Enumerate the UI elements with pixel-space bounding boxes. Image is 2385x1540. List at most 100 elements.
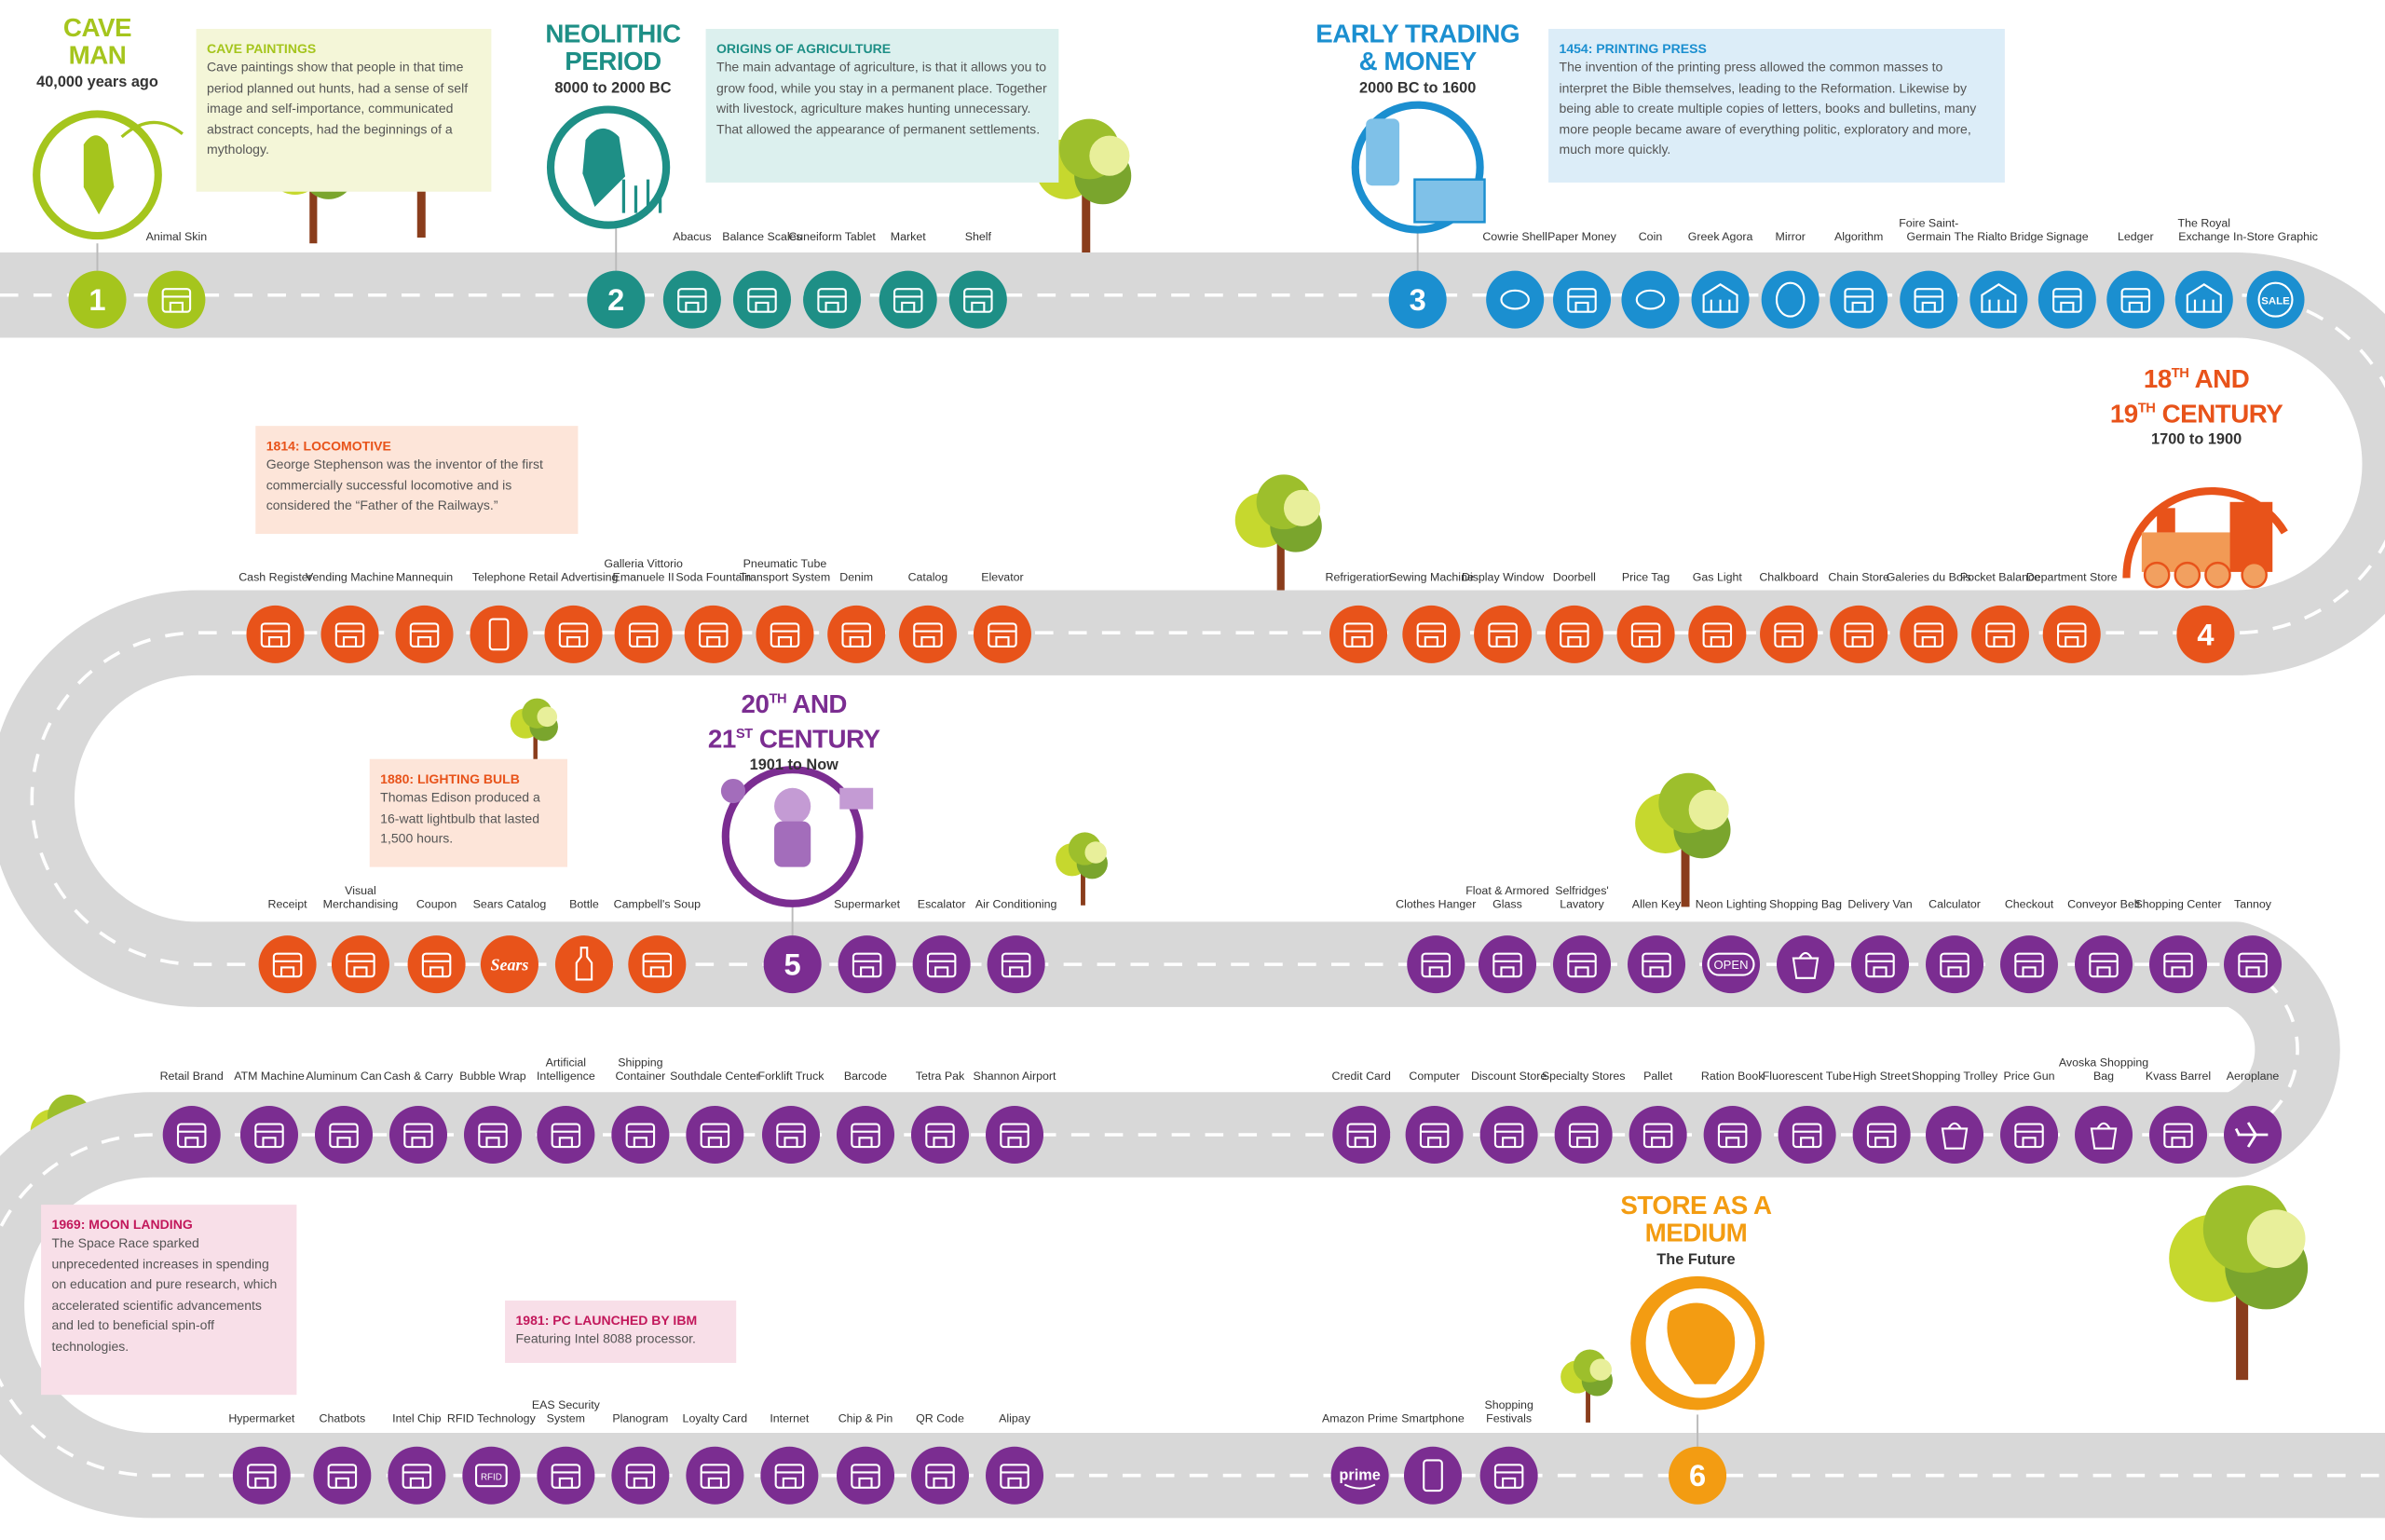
qr-code-icon[interactable] xyxy=(910,1446,970,1505)
sears-catalog-icon[interactable]: Sears xyxy=(480,935,538,994)
soda-fountain-icon[interactable] xyxy=(684,605,743,663)
southdale-center-icon[interactable] xyxy=(686,1105,744,1165)
cash-register-icon[interactable] xyxy=(246,605,305,663)
in-store-graphic-icon[interactable]: SALE xyxy=(2246,270,2305,329)
era-5-marker[interactable]: 5 xyxy=(763,935,822,994)
hypermarket-icon[interactable] xyxy=(232,1446,291,1505)
coin-icon[interactable] xyxy=(1621,270,1680,329)
high-street-icon[interactable] xyxy=(1852,1105,1911,1165)
planogram-icon[interactable] xyxy=(611,1446,670,1505)
shannon-airport-icon[interactable] xyxy=(985,1105,1044,1165)
algorithm-icon[interactable] xyxy=(1830,270,1888,329)
avoska-shopping-bag-icon[interactable] xyxy=(2075,1105,2133,1165)
balance-scales-icon[interactable] xyxy=(732,270,792,329)
calculator-icon[interactable] xyxy=(1925,935,1984,994)
the-rialto-bridge-icon[interactable] xyxy=(1969,270,2028,329)
mirror-icon[interactable] xyxy=(1761,270,1819,329)
era-6-marker[interactable]: 6 xyxy=(1669,1446,1727,1505)
shopping-center-icon[interactable] xyxy=(2149,935,2208,994)
era-1-marker[interactable]: 1 xyxy=(68,270,127,329)
cash-carry-icon[interactable] xyxy=(388,1105,448,1165)
neon-lighting-icon[interactable]: OPEN xyxy=(1701,935,1761,994)
paper-money-icon[interactable] xyxy=(1552,270,1612,329)
loyalty-card-icon[interactable] xyxy=(686,1446,744,1505)
chatbots-icon[interactable] xyxy=(313,1446,372,1505)
pallet-icon[interactable] xyxy=(1629,1105,1687,1165)
the-royal-exchange-icon[interactable] xyxy=(2174,270,2233,329)
chain-store-icon[interactable] xyxy=(1830,605,1888,663)
shopping-trolley-icon[interactable] xyxy=(1925,1105,1984,1165)
price-tag-icon[interactable] xyxy=(1616,605,1675,663)
galleria-vittorio-emanuele-ii-icon[interactable] xyxy=(614,605,673,663)
clothes-hanger-icon[interactable] xyxy=(1407,935,1465,994)
price-gun-icon[interactable] xyxy=(2000,1105,2059,1165)
fluorescent-tube-icon[interactable] xyxy=(1778,1105,1836,1165)
coupon-icon[interactable] xyxy=(407,935,466,994)
forklift-truck-icon[interactable] xyxy=(761,1105,821,1165)
telephone-icon[interactable] xyxy=(470,605,528,663)
kvass-barrel-icon[interactable] xyxy=(2149,1105,2208,1165)
gas-light-icon[interactable] xyxy=(1688,605,1747,663)
retail-brand-icon[interactable] xyxy=(162,1105,221,1165)
float-armored-glass-icon[interactable] xyxy=(1478,935,1537,994)
department-store-icon[interactable] xyxy=(2042,605,2101,663)
campbell-s-soup-icon[interactable] xyxy=(628,935,687,994)
chip-pin-icon[interactable] xyxy=(836,1446,895,1505)
alipay-icon[interactable] xyxy=(985,1446,1044,1505)
era-4-marker[interactable]: 4 xyxy=(2176,605,2235,663)
pneumatic-tube-transport-system-icon[interactable] xyxy=(756,605,814,663)
atm-machine-icon[interactable] xyxy=(239,1105,299,1165)
retail-advertising-icon[interactable] xyxy=(544,605,603,663)
cuneiform-tablet-icon[interactable] xyxy=(803,270,862,329)
animal-skin-icon[interactable] xyxy=(147,270,206,329)
refrigeration-icon[interactable] xyxy=(1329,605,1388,663)
barcode-icon[interactable] xyxy=(836,1105,895,1165)
ledger-icon[interactable] xyxy=(2106,270,2165,329)
allen-key-icon[interactable] xyxy=(1627,935,1686,994)
era-2-marker[interactable]: 2 xyxy=(587,270,646,329)
ration-book-icon[interactable] xyxy=(1703,1105,1762,1165)
supermarket-icon[interactable] xyxy=(838,935,896,994)
era-3-marker[interactable]: 3 xyxy=(1388,270,1447,329)
checkout-icon[interactable] xyxy=(2000,935,2059,994)
visual-merchandising-icon[interactable] xyxy=(331,935,389,994)
conveyor-belt-icon[interactable] xyxy=(2075,935,2133,994)
greek-agora-icon[interactable] xyxy=(1691,270,1750,329)
specialty-stores-icon[interactable] xyxy=(1554,1105,1613,1165)
market-icon[interactable] xyxy=(879,270,937,329)
catalog-icon[interactable] xyxy=(898,605,957,663)
bubble-wrap-icon[interactable] xyxy=(463,1105,523,1165)
foire-saint-germain-icon[interactable] xyxy=(1900,270,1958,329)
receipt-icon[interactable] xyxy=(258,935,317,994)
internet-icon[interactable] xyxy=(760,1446,819,1505)
bottle-icon[interactable] xyxy=(554,935,613,994)
denim-icon[interactable] xyxy=(827,605,886,663)
artificial-intelligence-icon[interactable] xyxy=(537,1105,595,1165)
discount-store-icon[interactable] xyxy=(1479,1105,1538,1165)
tetra-pak-icon[interactable] xyxy=(910,1105,970,1165)
galeries-du-bois-icon[interactable] xyxy=(1900,605,1958,663)
cowrie-shell-icon[interactable] xyxy=(1486,270,1545,329)
aeroplane-icon[interactable] xyxy=(2224,1105,2283,1165)
eas-security-system-icon[interactable] xyxy=(537,1446,595,1505)
rfid-technology-icon[interactable]: RFID xyxy=(462,1446,521,1505)
delivery-van-icon[interactable] xyxy=(1850,935,1910,994)
amazon-prime-icon[interactable]: prime xyxy=(1330,1446,1389,1505)
sewing-machine-icon[interactable] xyxy=(1402,605,1461,663)
air-conditioning-icon[interactable] xyxy=(987,935,1045,994)
elevator-icon[interactable] xyxy=(973,605,1031,663)
tannoy-icon[interactable] xyxy=(2224,935,2283,994)
aluminum-can-icon[interactable] xyxy=(314,1105,374,1165)
signage-icon[interactable] xyxy=(2037,270,2096,329)
vending-machine-icon[interactable] xyxy=(320,605,379,663)
display-window-icon[interactable] xyxy=(1474,605,1533,663)
shelf-icon[interactable] xyxy=(948,270,1007,329)
credit-card-icon[interactable] xyxy=(1332,1105,1391,1165)
computer-icon[interactable] xyxy=(1405,1105,1464,1165)
shopping-bag-icon[interactable] xyxy=(1776,935,1835,994)
smartphone-icon[interactable] xyxy=(1403,1446,1463,1505)
abacus-icon[interactable] xyxy=(662,270,721,329)
escalator-icon[interactable] xyxy=(912,935,971,994)
chalkboard-icon[interactable] xyxy=(1760,605,1819,663)
intel-chip-icon[interactable] xyxy=(388,1446,446,1505)
